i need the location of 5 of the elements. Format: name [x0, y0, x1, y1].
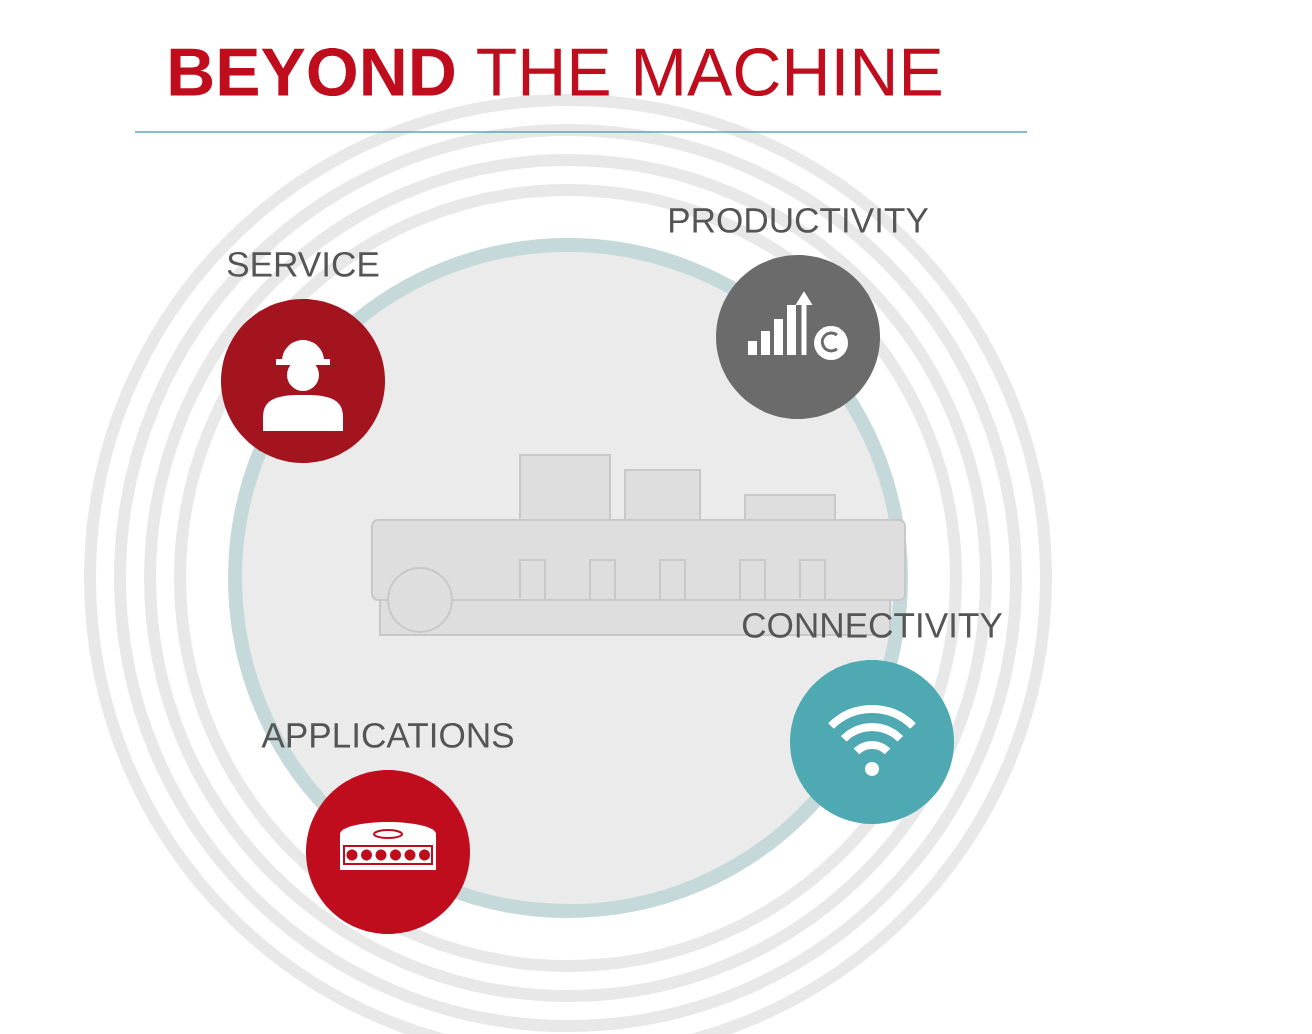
circle-label: SERVICE [227, 251, 379, 277]
title: BEYOND THE MACHINE [170, 47, 941, 97]
circle-label: CONNECTIVITY [742, 612, 1003, 638]
circle-label: PRODUCTIVITY [670, 207, 929, 233]
circle-label: APPLICATIONS [261, 722, 514, 748]
